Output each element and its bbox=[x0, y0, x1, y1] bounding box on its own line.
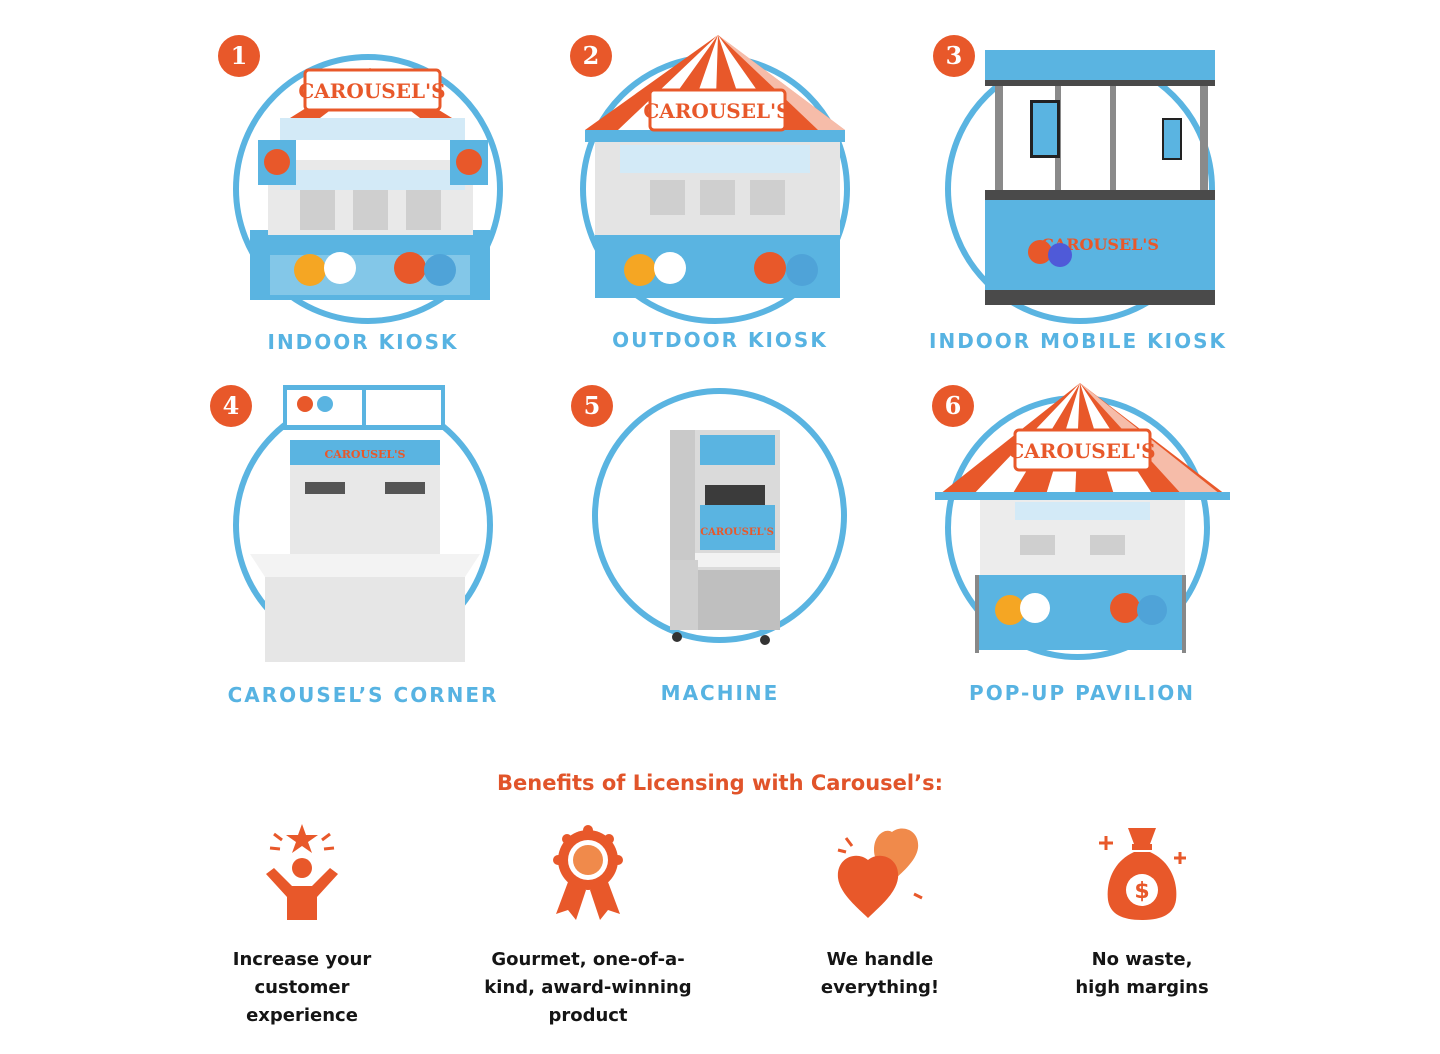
benefit-item-handle: We handle everything! bbox=[760, 822, 1000, 1002]
kiosk-label-corner: CAROUSEL’S CORNER bbox=[227, 683, 499, 707]
benefit-line: high margins bbox=[1075, 977, 1209, 998]
kiosk-number-badge: 4 bbox=[210, 385, 252, 427]
kiosk-sign-text: CAROUSEL'S bbox=[1008, 439, 1155, 463]
benefit-line: product bbox=[548, 1005, 628, 1026]
kiosk-label-mobile: INDOOR MOBILE KIOSK bbox=[929, 329, 1227, 353]
kiosk-card-corner[interactable]: CAROUSEL'S 4 bbox=[205, 380, 535, 710]
person-star-icon bbox=[266, 824, 338, 920]
benefit-line: We handle bbox=[826, 949, 934, 970]
award-ribbon-icon bbox=[553, 825, 623, 920]
money-bag-icon: $ bbox=[1099, 828, 1186, 920]
hearts-icon bbox=[837, 828, 923, 918]
kiosk-number-badge: 1 bbox=[218, 35, 260, 77]
kiosk-number-badge: 2 bbox=[570, 35, 612, 77]
benefit-line: experience bbox=[246, 1005, 358, 1026]
benefit-line: everything! bbox=[820, 977, 940, 998]
kiosk-number-badge: 6 bbox=[932, 385, 974, 427]
kiosk-sign-text: CAROUSEL'S bbox=[1041, 235, 1159, 254]
kiosk-card-outdoor[interactable]: CAROUSEL'S 2 bbox=[555, 30, 885, 360]
benefit-text: Gourmet, one-of-a- kind, award-winning p… bbox=[468, 946, 708, 1030]
kiosk-sign-text: CAROUSEL'S bbox=[700, 527, 774, 538]
benefit-line: Gourmet, one-of-a- bbox=[491, 949, 685, 970]
benefit-text: No waste, high margins bbox=[1022, 946, 1262, 1002]
benefits-title: Benefits of Licensing with Carousel’s: bbox=[497, 771, 943, 795]
benefit-item-experience: Increase your customer experience bbox=[182, 822, 422, 1030]
mobile-kiosk-illustration: CAROUSEL'S bbox=[985, 50, 1215, 305]
benefit-item-product: Gourmet, one-of-a- kind, award-winning p… bbox=[468, 822, 708, 1030]
kiosk-label-outdoor: OUTDOOR KIOSK bbox=[612, 328, 828, 352]
corner-counter-illustration: CAROUSEL'S bbox=[250, 385, 480, 662]
kiosk-number-badge: 5 bbox=[571, 385, 613, 427]
kiosk-sign-text: CAROUSEL'S bbox=[298, 79, 445, 103]
kiosk-label-pavilion: POP-UP PAVILION bbox=[969, 681, 1195, 705]
kiosk-number-badge: 3 bbox=[933, 35, 975, 77]
indoor-kiosk-illustration: CAROUSEL'S bbox=[250, 68, 490, 300]
pavilion-tent-illustration: CAROUSEL'S bbox=[935, 383, 1230, 653]
benefit-line: Increase your bbox=[232, 949, 372, 970]
kiosk-sign-text: CAROUSEL'S bbox=[643, 99, 790, 123]
kiosk-label-machine: MACHINE bbox=[660, 681, 780, 705]
benefit-item-margins: $ No waste, high margins bbox=[1022, 822, 1262, 1002]
soft-serve-machine-illustration: CAROUSEL'S bbox=[670, 430, 780, 645]
kiosk-card-mobile[interactable]: CAROUSEL'S 3 bbox=[915, 30, 1245, 360]
kiosk-card-machine[interactable]: CAROUSEL'S 5 bbox=[570, 380, 900, 710]
kiosk-card-pavilion[interactable]: CAROUSEL'S 6 bbox=[930, 380, 1260, 710]
benefit-line: kind, award-winning bbox=[484, 977, 692, 998]
benefit-text: Increase your customer experience bbox=[182, 946, 422, 1030]
benefit-line: customer bbox=[254, 977, 350, 998]
kiosk-label-indoor: INDOOR KIOSK bbox=[267, 330, 459, 354]
outdoor-kiosk-illustration: CAROUSEL'S bbox=[585, 35, 845, 298]
svg-text:$: $ bbox=[1134, 879, 1149, 904]
benefit-line: No waste, bbox=[1091, 949, 1193, 970]
kiosk-card-indoor[interactable]: CAROUSEL'S 1 bbox=[215, 30, 545, 360]
kiosk-sign-text: CAROUSEL'S bbox=[325, 448, 406, 461]
benefit-text: We handle everything! bbox=[760, 946, 1000, 1002]
